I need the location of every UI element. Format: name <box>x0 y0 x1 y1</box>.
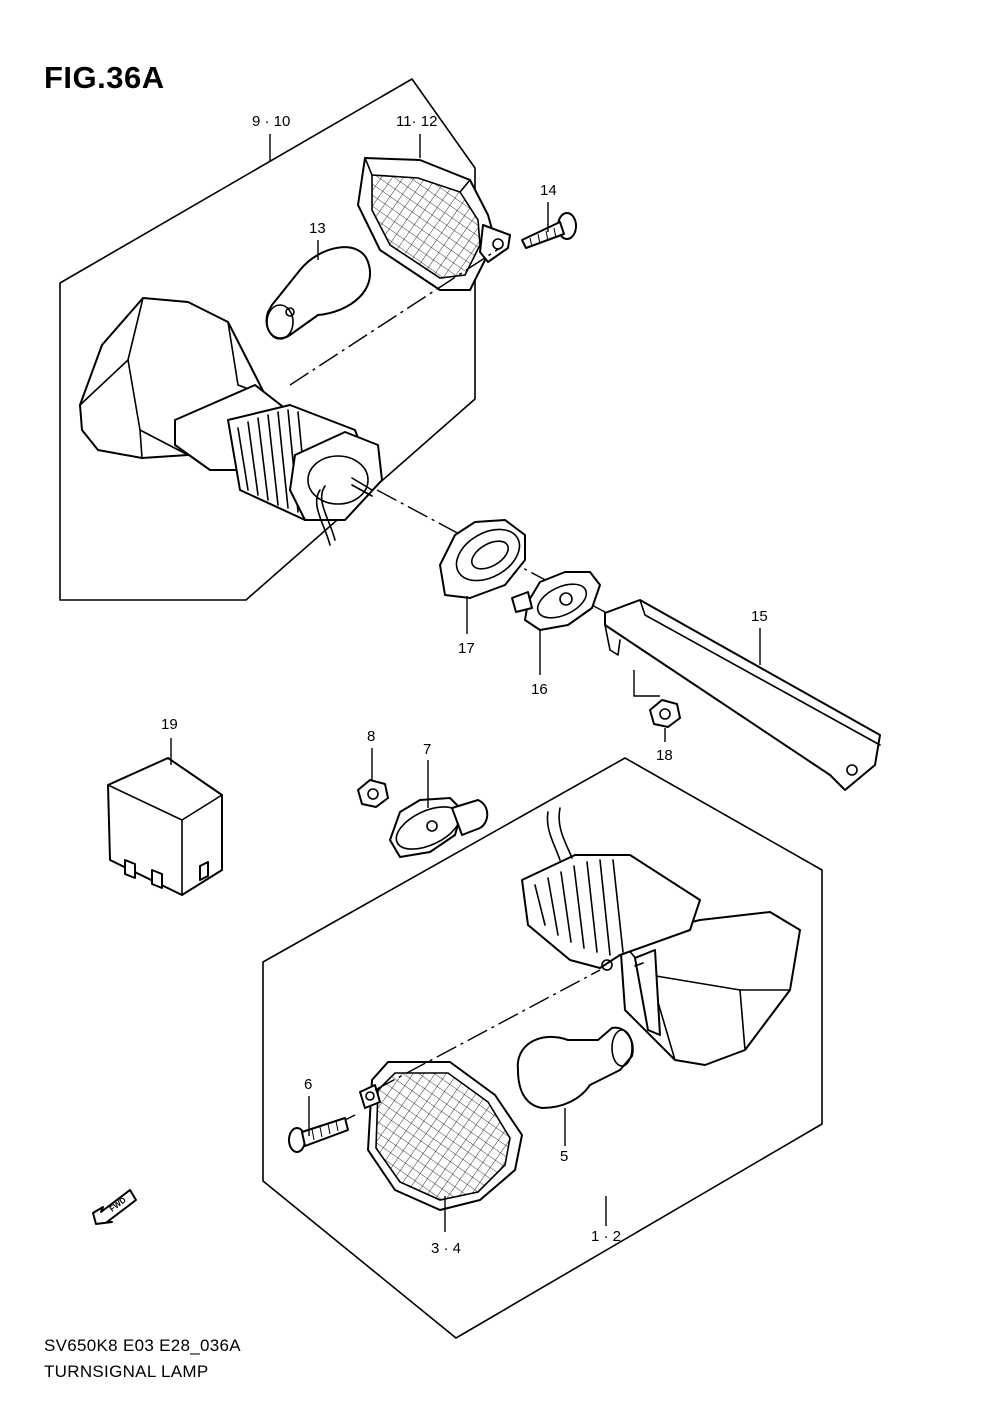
bracket-15 <box>604 599 881 791</box>
lower-assembly-frame <box>262 757 823 1339</box>
callout-17: 17 <box>458 640 475 657</box>
callout-18: 18 <box>656 747 673 764</box>
callout-6: 6 <box>304 1076 313 1093</box>
screw-14 <box>521 212 577 249</box>
callout-9-10: 9 · 10 <box>252 113 291 130</box>
figure-title: FIG.36A <box>44 60 165 95</box>
upper-assembly-frame <box>59 78 476 601</box>
relay-19 <box>107 757 223 896</box>
lower-lamp-housing <box>521 807 801 1066</box>
footer-name: TURNSIGNAL LAMP <box>44 1362 209 1381</box>
upper-lens <box>357 157 511 291</box>
callout-14: 14 <box>540 182 557 199</box>
upper-center-line <box>289 247 501 386</box>
callout-1-2: 1 · 2 <box>591 1228 622 1245</box>
upper-bulb <box>265 246 371 340</box>
lower-center-line-2 <box>344 1114 356 1121</box>
screw-6 <box>288 1117 349 1153</box>
callout-13: 13 <box>309 220 326 237</box>
leader-lines <box>170 134 761 1232</box>
callout-7: 7 <box>423 741 432 758</box>
footer-code: SV650K8 E03 E28_036A <box>44 1336 241 1355</box>
nut-18 <box>649 699 681 728</box>
lower-lens <box>359 1061 523 1211</box>
lower-center-line <box>374 969 601 1091</box>
callout-5: 5 <box>560 1148 569 1165</box>
callout-8: 8 <box>367 728 376 745</box>
callout-16: 16 <box>531 681 548 698</box>
callout-11-12: 11· 12 <box>396 113 438 130</box>
upper-lamp-housing <box>79 297 383 546</box>
grommet-7 <box>389 797 489 858</box>
nut-8 <box>357 779 389 808</box>
callout-19: 19 <box>161 716 178 733</box>
gasket-17 <box>439 519 526 599</box>
lower-bulb <box>516 1026 634 1109</box>
callout-15: 15 <box>751 608 768 625</box>
fwd-arrow-icon: FWD <box>92 1189 137 1225</box>
washer-16 <box>511 571 601 631</box>
callout-3-4: 3 · 4 <box>431 1240 462 1257</box>
